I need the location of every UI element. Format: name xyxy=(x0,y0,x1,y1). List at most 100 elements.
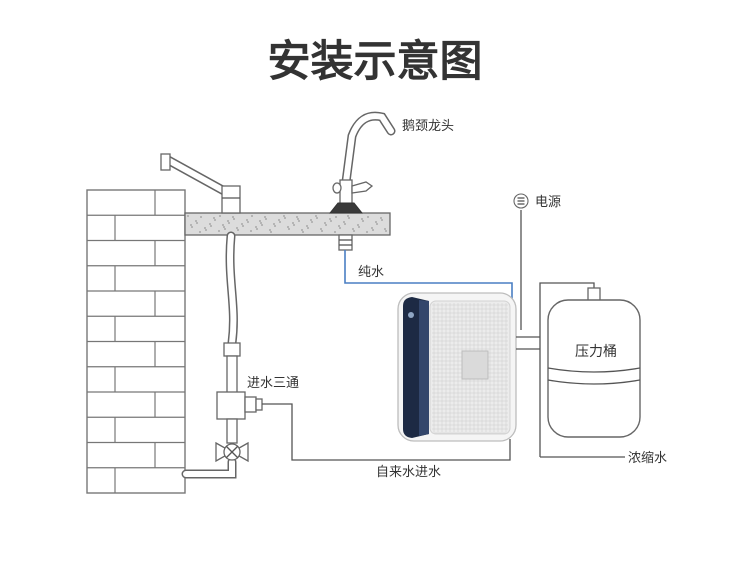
countertop-speckle xyxy=(241,223,243,225)
countertop-speckle xyxy=(222,224,224,226)
tap-spout-tip xyxy=(160,153,171,171)
countertop-speckle xyxy=(233,218,235,220)
kitchen-tap xyxy=(160,153,241,214)
countertop-speckle xyxy=(274,225,276,227)
countertop-speckle xyxy=(334,231,336,233)
countertop-speckle xyxy=(353,230,355,232)
tee-side-cap xyxy=(255,398,263,411)
countertop-speckle xyxy=(380,217,382,219)
countertop-speckle xyxy=(273,223,275,225)
tap-flex-hose xyxy=(223,231,241,394)
countertop-speckle xyxy=(261,224,263,226)
countertop-speckle xyxy=(255,226,257,228)
gooseneck-body xyxy=(339,179,353,206)
countertop-speckle xyxy=(381,219,383,221)
countertop-speckle xyxy=(302,231,304,233)
countertop-speckle xyxy=(343,221,345,223)
page-title: 安装示意图 xyxy=(268,37,483,87)
countertop-speckle xyxy=(292,222,294,224)
countertop-speckle xyxy=(237,229,239,231)
countertop-speckle xyxy=(306,225,308,227)
countertop-speckle xyxy=(347,215,349,217)
countertop-speckle xyxy=(338,225,340,227)
gooseneck-tube-inner xyxy=(343,113,394,185)
countertop-speckle xyxy=(384,228,386,230)
countertop-speckle xyxy=(362,220,364,222)
countertop-speckle xyxy=(270,231,272,233)
countertop-speckle xyxy=(219,215,221,217)
countertop-speckle xyxy=(205,229,207,231)
countertop-speckle xyxy=(224,228,226,230)
countertop-speckle xyxy=(310,219,312,221)
countertop-speckle xyxy=(288,228,290,230)
flex-hose-inner xyxy=(227,233,237,346)
tee-lower-pipe xyxy=(226,418,238,444)
countertop-speckle xyxy=(213,217,215,219)
countertop-speckle xyxy=(335,216,337,218)
countertop-speckle xyxy=(344,223,346,225)
gooseneck-faucet-label: 鹅颈龙头 xyxy=(402,118,454,134)
countertop-speckle xyxy=(307,227,309,229)
faucet-under-fitting xyxy=(338,234,353,251)
countertop-speckle xyxy=(330,220,332,222)
countertop-speckle xyxy=(187,215,189,217)
inlet-tee xyxy=(216,391,263,444)
countertop-speckle xyxy=(199,231,201,233)
countertop-speckle xyxy=(283,215,285,217)
countertop-speckle xyxy=(321,230,323,232)
purifier-display-window xyxy=(461,350,489,380)
countertop-speckle xyxy=(385,230,387,232)
brick-wall xyxy=(86,189,186,494)
countertop-speckle xyxy=(311,221,313,223)
countertop-speckle xyxy=(367,216,369,218)
countertop-speckle xyxy=(227,220,229,222)
countertop-speckle xyxy=(191,226,193,228)
tank-band-bottom xyxy=(547,379,641,385)
countertop-speckle xyxy=(236,227,238,229)
tee-side-outlet xyxy=(244,396,257,413)
water-purifier xyxy=(397,292,517,442)
countertop-speckle xyxy=(278,219,280,221)
countertop xyxy=(184,212,391,236)
purifier-indicator-icon xyxy=(408,312,414,318)
countertop-speckle xyxy=(223,226,225,228)
tee-body xyxy=(216,391,246,420)
tank-band-top xyxy=(547,367,641,373)
countertop-speckle xyxy=(232,216,234,218)
pressure-tank-label: 压力桶 xyxy=(575,344,617,360)
countertop-speckle xyxy=(293,224,295,226)
countertop-speckle xyxy=(247,221,249,223)
countertop-speckle xyxy=(361,218,363,220)
countertop-speckle xyxy=(298,220,300,222)
tank-feed-line xyxy=(539,282,595,457)
countertop-speckle xyxy=(375,221,377,223)
tank-nozzle xyxy=(587,287,601,302)
tee-upper-pipe xyxy=(226,355,238,394)
countertop-speckle xyxy=(316,217,318,219)
wall-pipe-inner xyxy=(183,459,235,477)
countertop-speckle xyxy=(214,219,216,221)
countertop-speckle xyxy=(315,215,317,217)
angle-valve xyxy=(215,441,249,463)
purifier-panel-highlight xyxy=(419,300,429,436)
countertop-speckle xyxy=(366,231,368,233)
countertop-slab xyxy=(184,212,391,236)
countertop-speckle xyxy=(296,216,298,218)
gooseneck-handle xyxy=(351,181,374,194)
countertop-speckle xyxy=(371,227,373,229)
countertop-speckle xyxy=(358,226,360,228)
faucet-shank-nut xyxy=(338,234,353,251)
inlet-tee-label: 进水三通 xyxy=(247,376,299,391)
power-icon xyxy=(513,193,529,209)
pure-water-label: 纯水 xyxy=(358,265,384,280)
countertop-speckle xyxy=(264,216,266,218)
countertop-speckle xyxy=(251,215,253,217)
countertop-speckle xyxy=(250,230,252,232)
flex-hose-nut xyxy=(223,342,241,357)
gooseneck-handle-cap xyxy=(332,182,342,194)
countertop-speckle xyxy=(279,221,281,223)
countertop-speckle xyxy=(228,222,230,224)
countertop-speckle xyxy=(325,224,327,226)
pressure-tank xyxy=(547,287,641,438)
tap-water-inlet-label: 自来水进水 xyxy=(376,465,441,480)
